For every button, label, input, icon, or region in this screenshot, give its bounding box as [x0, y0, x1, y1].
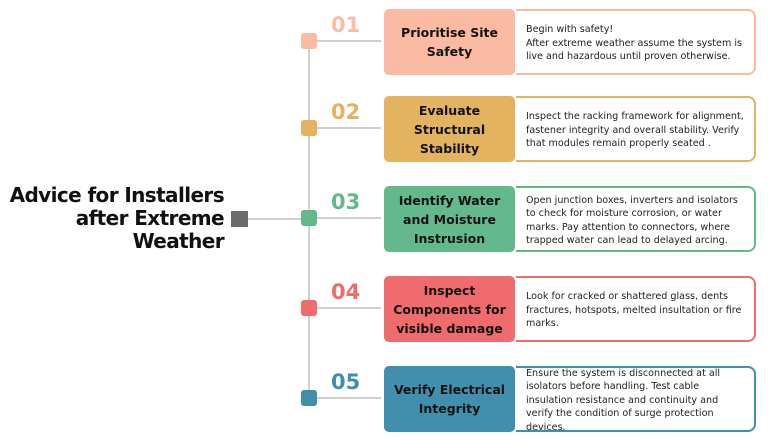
step-number: 03 — [331, 190, 361, 214]
step-description-box: Inspect the racking framework for alignm… — [516, 96, 756, 162]
step-number: 04 — [331, 280, 361, 304]
step-node — [301, 33, 317, 49]
step-description: Ensure the system is disconnected at all… — [526, 367, 721, 433]
step-connector — [317, 40, 381, 42]
step-description-box: Open junction boxes, inverters and isola… — [516, 186, 756, 252]
step-05: 05 Verify Electrical Integrity Ensure th… — [0, 366, 768, 436]
step-heading: Inspect Components for visible damage — [393, 282, 506, 336]
hub-connector — [248, 218, 303, 220]
step-heading: Prioritise Site Safety — [401, 25, 498, 59]
step-02: 02 Evaluate Structural Stability Inspect… — [0, 96, 768, 166]
step-description: Begin with safety! After extreme weather… — [526, 24, 743, 63]
step-connector — [317, 307, 381, 309]
step-heading-box: Identify Water and Moisture Instrusion — [384, 186, 515, 252]
step-description: Look for cracked or shattered glass, den… — [526, 291, 742, 330]
step-node — [301, 210, 317, 226]
step-node — [301, 120, 317, 136]
step-heading: Identify Water and Moisture Instrusion — [398, 192, 501, 246]
step-heading: Verify Electrical Integrity — [393, 382, 506, 416]
step-connector — [317, 217, 381, 219]
step-heading-box: Inspect Components for visible damage — [384, 276, 515, 342]
step-node — [301, 390, 317, 406]
step-description-box: Begin with safety! After extreme weather… — [516, 9, 756, 75]
step-heading-box: Verify Electrical Integrity — [384, 366, 515, 432]
diagram-title: Advice for Installers after Extreme Weat… — [9, 183, 225, 253]
step-heading-box: Evaluate Structural Stability — [384, 96, 515, 162]
step-heading-box: Prioritise Site Safety — [384, 9, 515, 75]
step-number: 05 — [331, 370, 361, 394]
step-03: 03 Identify Water and Moisture Instrusio… — [0, 186, 768, 256]
step-description-box: Look for cracked or shattered glass, den… — [516, 276, 756, 342]
step-heading: Evaluate Structural Stability — [413, 102, 486, 156]
step-description-box: Ensure the system is disconnected at all… — [516, 366, 756, 433]
step-number: 01 — [331, 13, 361, 37]
step-connector — [317, 127, 381, 129]
step-01: 01 Prioritise Site Safety Begin with saf… — [0, 9, 768, 79]
step-description: Inspect the racking framework for alignm… — [526, 111, 744, 150]
hub-node — [231, 211, 248, 227]
step-number: 02 — [331, 100, 361, 124]
step-node — [301, 300, 317, 316]
step-connector — [317, 397, 381, 399]
step-description: Open junction boxes, inverters and isola… — [526, 194, 738, 247]
step-04: 04 Inspect Components for visible damage… — [0, 276, 768, 346]
